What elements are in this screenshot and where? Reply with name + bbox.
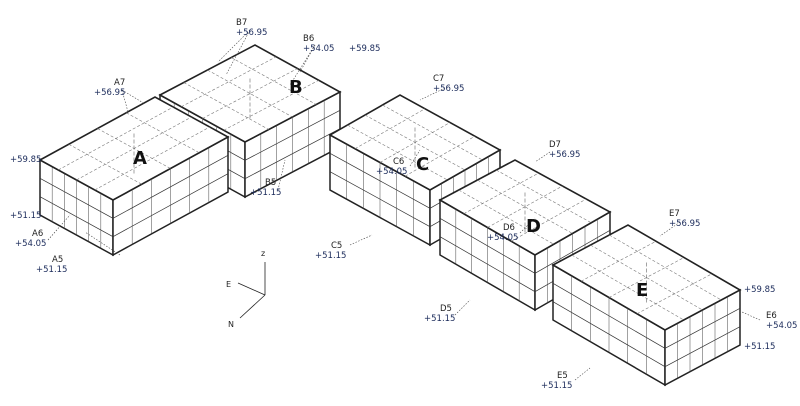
leader-line — [741, 311, 761, 321]
label-a5: A5+51.15 — [36, 255, 68, 275]
block-d-hidden-line — [496, 169, 592, 224]
block-a-hidden-line — [94, 126, 210, 191]
label-a-base: +51.15 — [10, 211, 42, 221]
label-e-base: +51.15 — [744, 342, 776, 352]
block-b-hidden-line — [223, 79, 319, 131]
label-b5: B5+51.15 — [250, 178, 282, 198]
leader-line — [659, 221, 681, 237]
block-e-hidden-line — [571, 254, 684, 321]
leader-line — [121, 89, 146, 105]
leader-line — [47, 214, 71, 241]
block-d-hidden-line — [511, 198, 587, 242]
block-e-hidden-line — [636, 273, 713, 315]
label-e7: E7+56.95 — [669, 209, 701, 229]
leader-line — [534, 151, 551, 163]
leader-line — [121, 89, 129, 113]
label-d7: D7+56.95 — [549, 140, 581, 160]
leader-line — [409, 149, 421, 167]
leader-line — [349, 234, 373, 246]
leader-line — [289, 44, 316, 86]
label-c6: C6+54.05 — [376, 157, 408, 177]
block-a-hidden-line — [126, 112, 200, 154]
label-c5: C5+51.15 — [315, 241, 347, 261]
block-label-b: B — [289, 77, 303, 98]
block-c-hidden-line — [382, 104, 483, 161]
block-c-hidden-line — [354, 108, 426, 150]
label-a6: A6+54.05 — [15, 229, 47, 249]
leader-line — [277, 159, 286, 191]
label-e-top: +59.85 — [744, 285, 776, 295]
block-label-a: A — [133, 148, 147, 169]
leader-line — [225, 29, 251, 76]
label-b6: B6+54.05 — [303, 34, 335, 54]
leader-line — [299, 44, 316, 73]
block-b-hidden-line — [231, 57, 317, 105]
axis-z-label: z — [261, 249, 266, 258]
label-a7: A7+56.95 — [94, 78, 126, 98]
block-d-hidden-line — [477, 179, 573, 234]
block-label-e: E — [636, 280, 649, 301]
block-b-hidden-line — [207, 69, 293, 118]
block-d-hidden-line — [458, 189, 554, 245]
axis-e-label: E — [226, 280, 232, 289]
leader-line — [519, 217, 536, 234]
axis-e-line — [237, 282, 266, 296]
block-c-hidden-line — [404, 135, 476, 177]
leader-line — [574, 367, 591, 381]
label-e6: E6+54.05 — [766, 311, 798, 331]
block-b-hidden-line — [181, 56, 277, 108]
label-d6: D6+54.05 — [487, 223, 519, 243]
axis-n-line — [239, 294, 266, 319]
block-label-c: C — [416, 154, 430, 175]
leader-line — [454, 299, 471, 316]
block-label-d: D — [526, 216, 541, 237]
axis-n-label: N — [228, 320, 234, 329]
label-d5: D5+51.15 — [424, 304, 456, 324]
label-e5: E5+51.15 — [541, 371, 573, 391]
block-b-hidden-line — [183, 82, 269, 130]
label-c7: C7+56.95 — [433, 74, 465, 94]
block-e-hidden-line — [590, 244, 703, 311]
block-e-hidden-line — [609, 234, 722, 301]
leader-line — [84, 231, 121, 256]
label-b7: B7+56.95 — [236, 18, 268, 38]
block-b-hidden-line — [202, 68, 298, 119]
label-b-top: +59.85 — [349, 44, 381, 54]
label-a-top: +59.85 — [10, 155, 42, 165]
